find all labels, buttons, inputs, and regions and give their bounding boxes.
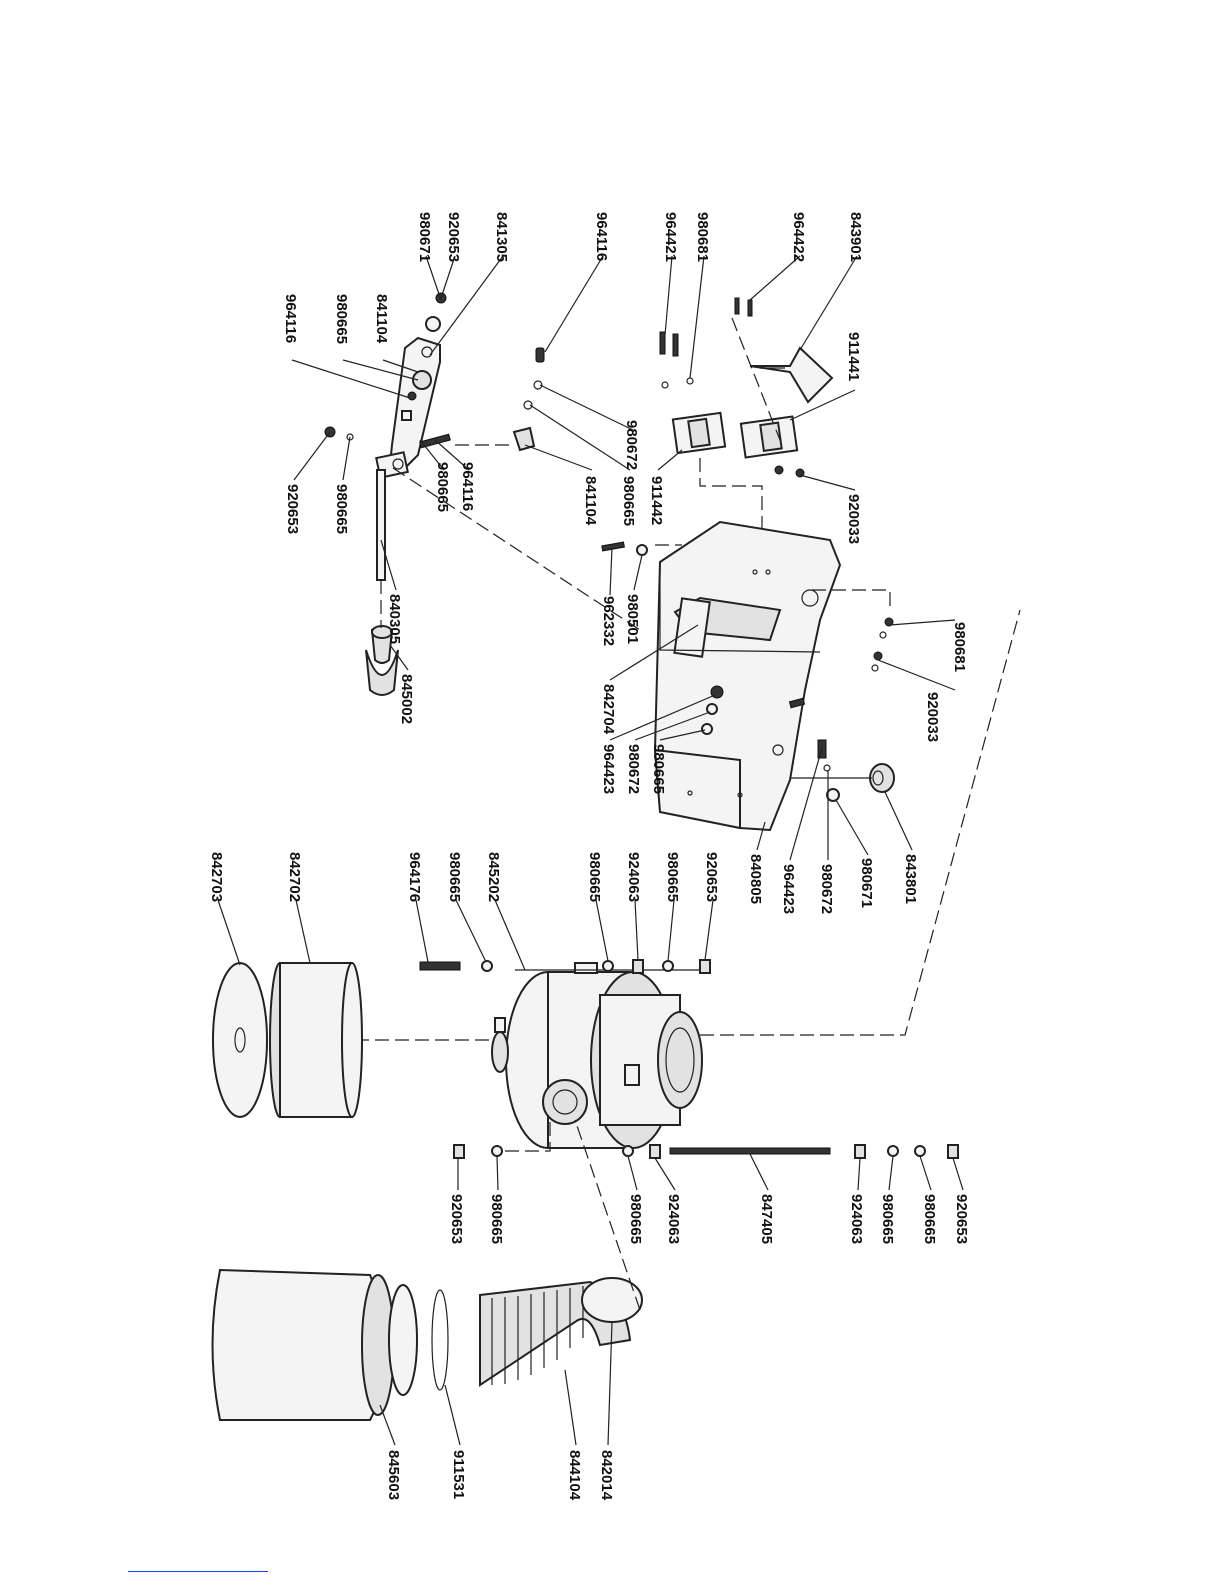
label-842014: 842014 bbox=[598, 1450, 615, 1501]
label-843901: 843901 bbox=[847, 212, 864, 262]
label-840805: 840805 bbox=[747, 854, 764, 904]
label-920653-c: 920653 bbox=[703, 852, 720, 902]
label-980665-j: 980665 bbox=[627, 1194, 644, 1244]
label-964423-b: 964423 bbox=[780, 864, 797, 914]
label-964116-a: 964116 bbox=[593, 212, 610, 261]
label-980665-a: 980665 bbox=[333, 294, 350, 344]
label-842704: 842704 bbox=[600, 684, 617, 735]
motor-cover-parts bbox=[212, 962, 363, 1118]
label-980665-d: 980665 bbox=[620, 476, 637, 526]
label-924063-b: 924063 bbox=[665, 1194, 682, 1244]
label-980665-l: 980665 bbox=[921, 1194, 938, 1244]
label-980501: 980501 bbox=[624, 594, 641, 644]
label-980665-h: 980665 bbox=[664, 852, 681, 902]
leader-lines bbox=[217, 255, 964, 1446]
label-980665-e: 980665 bbox=[650, 744, 667, 794]
label-920653-a: 920653 bbox=[445, 212, 462, 262]
lever-bracket-assembly bbox=[324, 292, 641, 696]
label-920653-e: 920653 bbox=[953, 1194, 970, 1244]
label-964423-a: 964423 bbox=[600, 744, 617, 794]
label-980665-f: 980665 bbox=[446, 852, 463, 902]
label-844104: 844104 bbox=[566, 1450, 583, 1501]
label-924063-a: 924063 bbox=[625, 852, 642, 902]
label-911442: 911442 bbox=[648, 476, 665, 525]
label-964176: 964176 bbox=[406, 852, 423, 902]
label-911441: 911441 bbox=[845, 332, 862, 381]
footnote-rule bbox=[128, 1571, 268, 1572]
label-920653-d: 920653 bbox=[448, 1194, 465, 1244]
label-924063-c: 924063 bbox=[848, 1194, 865, 1244]
label-980681-b: 980681 bbox=[951, 622, 968, 672]
label-845002: 845002 bbox=[398, 674, 415, 724]
label-964116-c: 964116 bbox=[459, 462, 476, 511]
label-980665-g: 980665 bbox=[586, 852, 603, 902]
label-964422: 964422 bbox=[790, 212, 807, 262]
label-911531: 911531 bbox=[450, 1450, 467, 1499]
label-841104-a: 841104 bbox=[373, 294, 390, 344]
label-920033-a: 920033 bbox=[845, 494, 862, 544]
label-847405: 847405 bbox=[758, 1194, 775, 1244]
label-980665-i: 980665 bbox=[488, 1194, 505, 1244]
label-845603: 845603 bbox=[385, 1450, 402, 1500]
label-842703: 842703 bbox=[208, 852, 225, 902]
label-980672-c: 980672 bbox=[818, 864, 835, 914]
label-842702: 842702 bbox=[286, 852, 303, 902]
label-962332: 962332 bbox=[600, 596, 617, 646]
hose-and-bag bbox=[211, 1119, 643, 1421]
label-980671-b: 980671 bbox=[858, 858, 875, 908]
label-980672-a: 980672 bbox=[623, 420, 640, 470]
label-980665-c: 980665 bbox=[434, 462, 451, 512]
label-980681-a: 980681 bbox=[694, 212, 711, 262]
switch-assembly bbox=[659, 297, 834, 555]
label-841104-b: 841104 bbox=[582, 476, 599, 526]
vacuum-motor-845202 bbox=[355, 609, 1021, 1159]
label-964421: 964421 bbox=[662, 212, 679, 262]
label-964116-b: 964116 bbox=[282, 294, 299, 343]
label-920653-b: 920653 bbox=[284, 484, 301, 534]
label-980665-k: 980665 bbox=[879, 1194, 896, 1244]
chassis-840805 bbox=[601, 520, 895, 832]
label-980665-b: 980665 bbox=[333, 484, 350, 534]
label-840305: 840305 bbox=[386, 594, 403, 644]
part-labels: 980671 920653 841305 964116 964421 98068… bbox=[208, 212, 970, 1501]
label-980672-b: 980672 bbox=[625, 744, 642, 794]
label-980671-a: 980671 bbox=[416, 212, 433, 262]
label-845202: 845202 bbox=[485, 852, 502, 902]
label-920033-b: 920033 bbox=[924, 692, 941, 742]
label-843801: 843801 bbox=[902, 854, 919, 904]
label-841305: 841305 bbox=[493, 212, 510, 262]
